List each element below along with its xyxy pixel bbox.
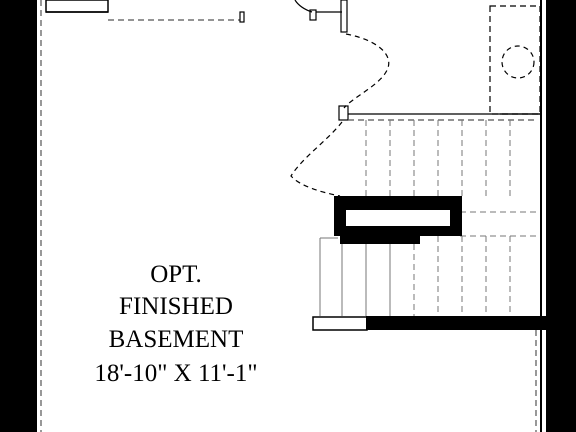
- upper-stair-treads: [365, 120, 511, 198]
- left-exterior-wall: [0, 0, 37, 432]
- stair-bottom-cap: [312, 316, 368, 331]
- top-wall-end: [239, 11, 245, 23]
- room-label-line3: BASEMENT: [108, 326, 244, 353]
- room-label-line2: FINISHED: [119, 293, 233, 320]
- lower-stair-treads: [319, 237, 391, 316]
- stair-door-swing-upper: [343, 33, 390, 109]
- upper-door-jamb-left: [309, 9, 317, 21]
- room-dimensions: 18'-10" X 11'-1": [94, 360, 258, 387]
- water-heater: [501, 45, 535, 79]
- right-wall-inner-line: [540, 0, 542, 432]
- utility-closet: [489, 5, 541, 115]
- upper-door-jamb-right: [340, 0, 348, 33]
- top-left-cabinet: [45, 0, 109, 13]
- stair-landing-lines: [460, 211, 536, 237]
- stair-wall: [334, 196, 462, 244]
- room-label-line1: OPT.: [150, 261, 202, 288]
- lower-stair-dashed: [413, 236, 511, 316]
- stair-bottom-wall: [366, 316, 546, 330]
- right-exterior-wall: [546, 0, 576, 432]
- stair-door-jamb: [338, 105, 349, 121]
- stair-door-swing-lower: [290, 121, 343, 197]
